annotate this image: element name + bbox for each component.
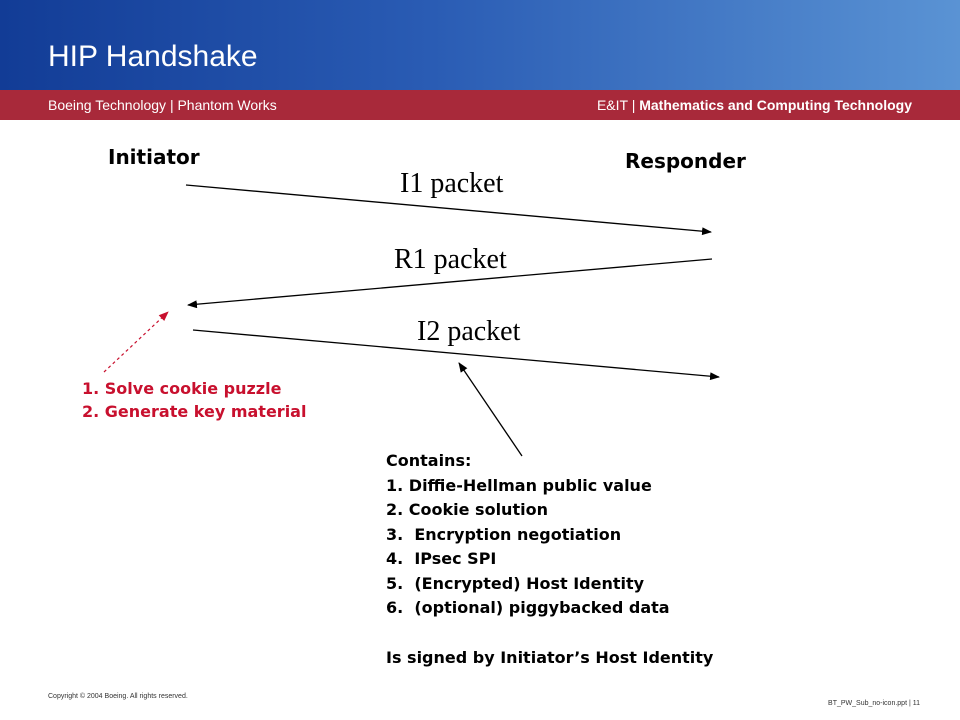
division-label: E&IT | Mathematics and Computing Technol… (597, 97, 912, 113)
slide-title: HIP Handshake (48, 40, 258, 73)
file-page-label: BT_PW_Sub_no-icon.ppt | 11 (828, 700, 920, 707)
copyright: Copyright © 2004 Boeing. All rights rese… (48, 693, 188, 700)
list-item: 2. Generate key material (82, 402, 307, 421)
list-item: 2. Cookie solution (386, 500, 548, 519)
steps-pointer-arrow (103, 311, 169, 373)
division-name: Mathematics and Computing Technology (639, 97, 912, 113)
list-item: 4. IPsec SPI (386, 549, 497, 568)
list-item: 1. Diffie-Hellman public value (386, 475, 652, 495)
slide-header (0, 0, 960, 90)
initiator-label: Initiator (108, 145, 200, 169)
contents-pointer-arrow (458, 362, 523, 457)
list-item: 6. (optional) piggybacked data (386, 598, 670, 617)
i2-contents: Contains: 1. Diffie-Hellman public value… (386, 449, 713, 670)
i2-packet-label: I2 packet (417, 316, 521, 347)
i1-packet-label: I1 packet (400, 168, 504, 199)
signed-note: Is signed by Initiator’s Host Identity (386, 647, 714, 667)
list-item: 1. Solve cookie puzzle (82, 379, 282, 398)
contents-heading: Contains: (386, 451, 472, 470)
org-label: Boeing Technology | Phantom Works (48, 97, 277, 113)
header-band (0, 90, 960, 120)
list-item: 5. (Encrypted) Host Identity (386, 573, 645, 593)
list-item: 3. Encryption negotiation (386, 524, 622, 544)
division-prefix: E&IT | (596, 97, 640, 113)
r1-packet-label: R1 packet (394, 244, 507, 275)
initiator-steps: 1. Solve cookie puzzle 2. Generate key m… (82, 377, 306, 423)
responder-label: Responder (625, 149, 746, 173)
